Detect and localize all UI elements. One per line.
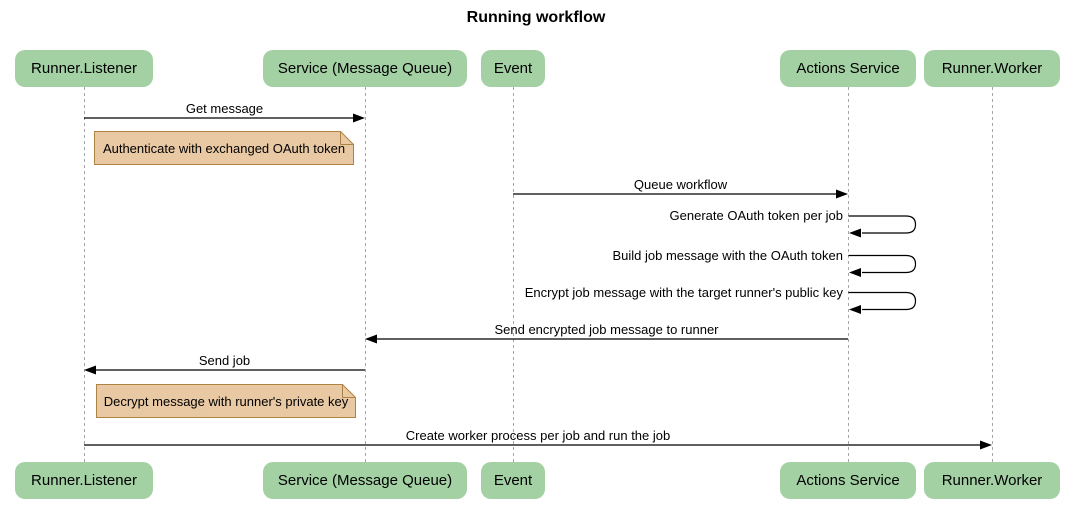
arrowhead-selfloop-1 (849, 228, 861, 238)
participant-label: Runner.Listener (31, 472, 137, 489)
participant-bottom-service-message-queue: Service (Message Queue) (263, 462, 467, 499)
participant-top-runner-listener: Runner.Listener (15, 50, 153, 87)
message-label-create-worker-process: Create worker process per job and run th… (405, 428, 671, 443)
lifelines (84, 87, 993, 462)
participant-label: Event (493, 60, 533, 77)
arrowhead-selfloop-3 (849, 305, 861, 314)
message-label-encrypt-job-message: Encrypt job message with the target runn… (524, 285, 843, 300)
message-label-queue-workflow: Queue workflow (633, 177, 728, 192)
note-authenticate-oauth-token: Authenticate with exchanged OAuth token (94, 131, 354, 165)
message-label-get-message: Get message (185, 101, 264, 116)
message-label-send-encrypted-job-message: Send encrypted job message to runner (494, 322, 719, 337)
participant-label: Runner.Worker (941, 472, 1043, 489)
arrowhead-queue-workflow (836, 189, 848, 199)
arrowhead-get-message (353, 113, 365, 123)
note-decrypt-private-key: Decrypt message with runner's private ke… (96, 384, 356, 418)
participant-label: Actions Service (796, 472, 900, 489)
note-fold-icon (340, 131, 354, 145)
participant-bottom-runner-worker: Runner.Worker (924, 462, 1060, 499)
note-shape (96, 384, 356, 418)
message-label-build-job-message: Build job message with the OAuth token (612, 248, 843, 263)
participant-label: Runner.Listener (31, 60, 137, 77)
participant-label: Service (Message Queue) (277, 472, 453, 489)
participant-label: Service (Message Queue) (277, 60, 453, 77)
participant-top-runner-worker: Runner.Worker (924, 50, 1060, 87)
participant-top-event: Event (481, 50, 545, 87)
note-text: Authenticate with exchanged OAuth token (102, 140, 346, 156)
message-label-generate-oauth-token: Generate OAuth token per job (669, 208, 843, 223)
participant-bottom-actions-service: Actions Service (780, 462, 916, 499)
participant-bottom-runner-listener: Runner.Listener (15, 462, 153, 499)
arrowhead-create-worker-process (980, 440, 992, 450)
arrowhead-send-job (84, 365, 96, 375)
selfloop-encrypt-job-message (848, 291, 917, 311)
participant-label: Event (493, 472, 533, 489)
participant-label: Runner.Worker (941, 60, 1043, 77)
note-text: Decrypt message with runner's private ke… (103, 393, 349, 409)
arrowhead-selfloop-2 (849, 268, 861, 277)
note-shape (94, 131, 354, 165)
participant-bottom-event: Event (481, 462, 545, 499)
diagram-title: Running workflow (466, 9, 606, 26)
arrowhead-send-encrypted-job-message (365, 334, 377, 344)
message-arrows (84, 113, 992, 450)
participant-top-actions-service: Actions Service (780, 50, 916, 87)
participant-top-service-message-queue: Service (Message Queue) (263, 50, 467, 87)
note-fold-icon (342, 384, 356, 398)
selfloop-build-job-message (848, 254, 917, 274)
message-label-send-job: Send job (198, 353, 251, 368)
participant-label: Actions Service (796, 60, 900, 77)
selfloop-generate-oauth-token (848, 215, 917, 234)
